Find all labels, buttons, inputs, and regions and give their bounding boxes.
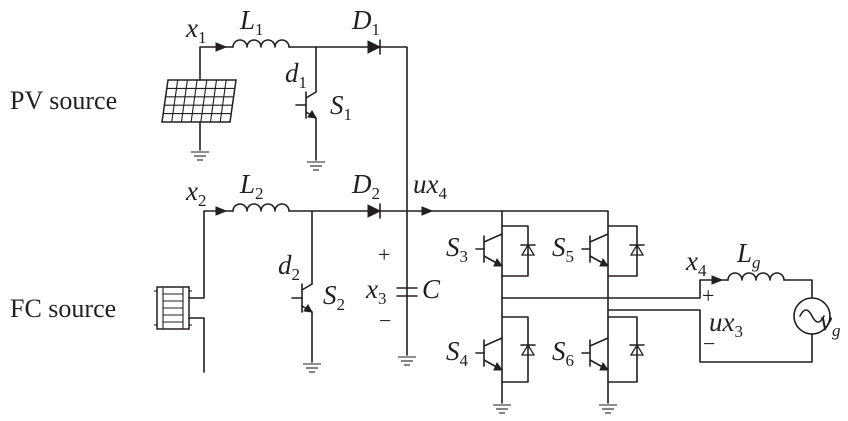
- vg-label: vg: [820, 306, 840, 340]
- S5-label: S5: [552, 232, 574, 266]
- L2-label: L2: [239, 169, 264, 203]
- ground-icon: [190, 151, 210, 161]
- pv-source-label: PV source: [10, 86, 117, 115]
- x3-label: x3: [365, 274, 386, 308]
- fc-branch: [154, 203, 609, 373]
- out-plus-sign: +: [702, 283, 714, 308]
- diode-D2-icon: [367, 203, 381, 219]
- D2-label: D2: [351, 169, 380, 203]
- S1-label: S1: [330, 90, 352, 124]
- d1-label: d1: [285, 58, 307, 92]
- inductor-Lg-icon: [727, 272, 785, 281]
- pv-branch: [161, 39, 408, 356]
- fc-source-label: FC source: [10, 294, 116, 323]
- diode-D1-icon: [367, 39, 381, 55]
- S6-label: S6: [552, 336, 574, 370]
- Lg-label: Lg: [736, 238, 761, 272]
- x2-label: x2: [185, 176, 206, 210]
- switch-S5-icon: [581, 233, 609, 267]
- current-arrow-icon: [215, 206, 228, 216]
- capacitor-C-label: C: [422, 274, 441, 304]
- ground-icon: [306, 161, 326, 171]
- switch-S4-icon: [475, 337, 503, 371]
- ground-icon: [598, 404, 618, 414]
- switch-S2-icon: [291, 283, 313, 313]
- inverter-bridge: [475, 210, 831, 414]
- ground-icon: [492, 404, 512, 414]
- D1-label: D1: [351, 5, 380, 39]
- cap-minus-sign: −: [379, 308, 391, 333]
- current-arrow-icon: [215, 42, 228, 52]
- current-arrow-icon: [421, 206, 434, 216]
- x1-label: x1: [185, 13, 206, 47]
- switch-S6-icon: [581, 337, 609, 371]
- ground-icon: [302, 363, 322, 373]
- cap-plus-sign: +: [378, 242, 390, 267]
- S4-label: S4: [446, 336, 469, 370]
- ground-icon: [397, 356, 417, 366]
- S3-label: S3: [446, 232, 468, 266]
- out-minus-sign: −: [703, 331, 715, 356]
- inductor-L2-icon: [232, 203, 290, 212]
- ac-grid-source-icon: [793, 297, 831, 335]
- fuel-cell-stack-icon: [154, 286, 192, 330]
- ux4-label: ux4: [413, 169, 447, 203]
- switch-S1-icon: [295, 91, 317, 119]
- capacitor-C-icon: [396, 287, 418, 297]
- ux3-label: ux3: [709, 307, 743, 341]
- L1-label: L1: [239, 5, 264, 39]
- inductor-L1-icon: [232, 39, 290, 48]
- d2-label: d2: [278, 250, 300, 284]
- current-arrow-icon: [711, 275, 724, 285]
- switch-S3-icon: [475, 233, 503, 267]
- S2-label: S2: [323, 280, 345, 314]
- pv-panel-icon: [161, 79, 237, 123]
- x4-output-label: x4: [685, 246, 707, 280]
